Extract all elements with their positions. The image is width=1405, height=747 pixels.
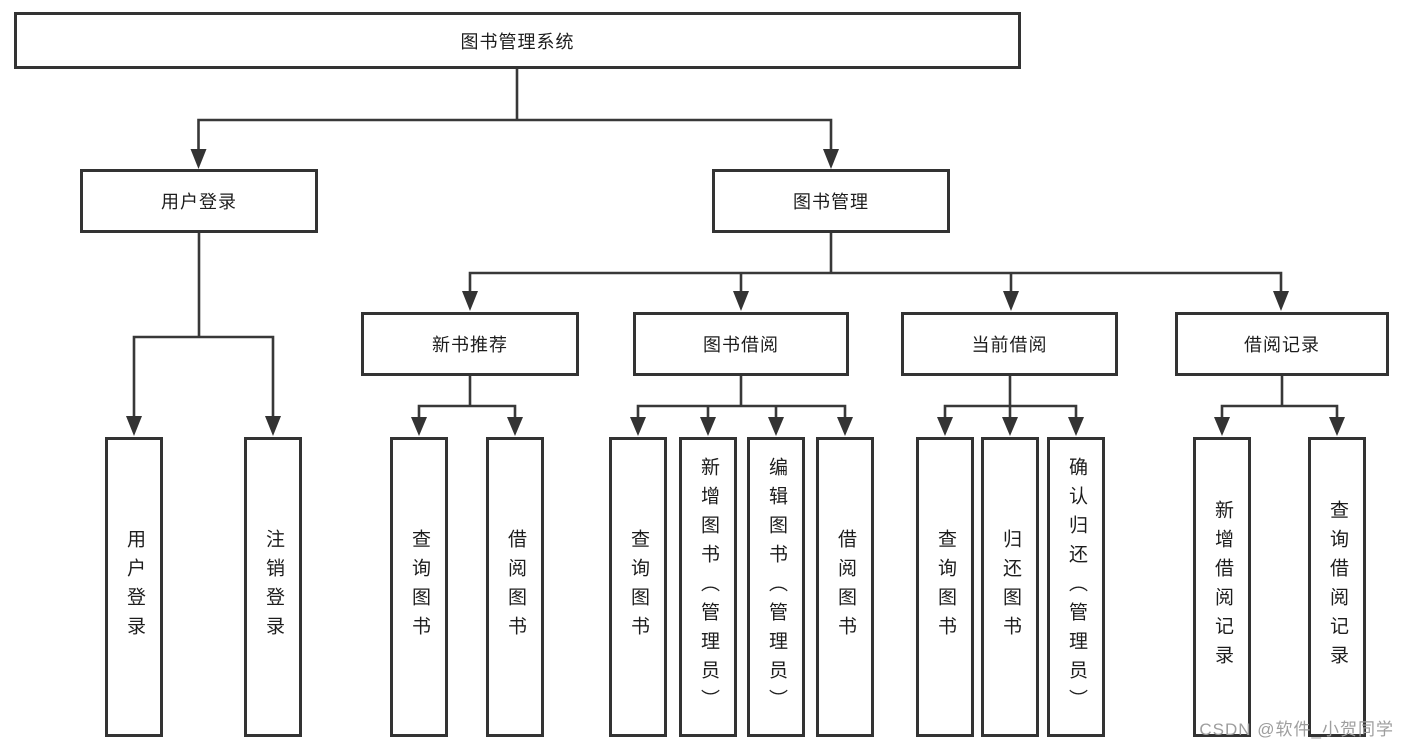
arrow-icon [823,149,839,169]
node-root: 图书管理系统 [14,12,1021,69]
leaf-user-login: 用户登录 [105,437,163,737]
leaf-logout: 注销登录 [244,437,302,737]
node-borrow-records-label: 借阅记录 [1244,335,1320,355]
node-new-book-recommend: 新书推荐 [361,312,579,376]
leaf-borrow-books-recommend-label: 借阅图书 [505,529,526,645]
leaf-user-login-label: 用户登录 [124,529,145,645]
node-current-borrow: 当前借阅 [901,312,1118,376]
leaf-confirm-return-admin-label: 确认归还（管理员） [1066,456,1087,718]
leaf-add-borrow-record-label: 新增借阅记录 [1212,500,1233,674]
arrow-icon [733,291,749,311]
leaf-confirm-return-admin: 确认归还（管理员） [1047,437,1105,737]
leaf-borrow-books-label: 借阅图书 [835,529,856,645]
arrow-icon [265,416,281,436]
node-current-borrow-label: 当前借阅 [971,335,1048,355]
leaf-edit-book-admin: 编辑图书（管理员） [747,437,805,737]
leaf-add-book-admin: 新增图书（管理员） [679,437,737,737]
leaf-query-books-current: 查询图书 [916,437,974,737]
node-user-login-label: 用户登录 [161,192,237,212]
arrow-icon [630,417,646,436]
connector-borrow-bar [636,404,847,419]
leaf-borrow-books: 借阅图书 [816,437,874,737]
csdn-watermark: CSDN @软件_小贺同学 [1199,720,1394,739]
leaf-logout-label: 注销登录 [263,529,284,645]
leaf-query-books-borrow-label: 查询图书 [628,529,649,645]
leaf-return-book: 归还图书 [981,437,1039,737]
node-new-book-recommend-label: 新书推荐 [432,335,508,355]
node-book-borrow-label: 图书借阅 [703,335,779,355]
arrow-icon [1329,417,1345,436]
leaf-query-borrow-record-label: 查询借阅记录 [1327,500,1348,674]
arrow-icon [1214,417,1230,436]
leaf-return-book-label: 归还图书 [1000,529,1021,645]
arrow-icon [937,417,953,436]
arrow-icon [126,416,142,436]
connector-level3-bar [468,271,1283,294]
leaf-add-borrow-record: 新增借阅记录 [1193,437,1251,737]
leaf-query-borrow-record: 查询借阅记录 [1308,437,1366,737]
arrow-icon [837,417,853,436]
leaf-query-books-current-label: 查询图书 [935,529,956,645]
node-book-mgmt-label: 图书管理 [793,192,869,212]
arrow-icon [1068,417,1084,436]
node-borrow-records: 借阅记录 [1175,312,1389,376]
leaf-borrow-books-recommend: 借阅图书 [486,437,544,737]
arrow-icon [411,417,427,436]
leaf-edit-book-admin-label: 编辑图书（管理员） [766,456,787,718]
node-book-borrow: 图书借阅 [633,312,849,376]
connector-current-bar [943,404,1078,419]
arrow-icon [190,149,207,169]
arrow-icon [507,417,523,436]
arrow-icon [1273,291,1289,311]
leaf-add-book-admin-label: 新增图书（管理员） [698,456,719,718]
connector-login-bar [132,335,275,418]
arrow-icon [768,417,784,436]
leaf-query-books-recommend: 查询图书 [390,437,448,737]
connector-records-bar [1220,404,1339,419]
connector-level2-bar [197,118,833,152]
node-user-login: 用户登录 [80,169,318,233]
arrow-icon [700,417,716,436]
leaf-query-books-borrow: 查询图书 [609,437,667,737]
arrow-icon [1003,291,1019,311]
arrow-icon [462,291,478,311]
connector-recommend-bar [417,404,517,419]
arrow-icon [1002,417,1018,436]
node-book-mgmt: 图书管理 [712,169,950,233]
leaf-query-books-recommend-label: 查询图书 [409,529,430,645]
node-root-label: 图书管理系统 [460,31,575,52]
